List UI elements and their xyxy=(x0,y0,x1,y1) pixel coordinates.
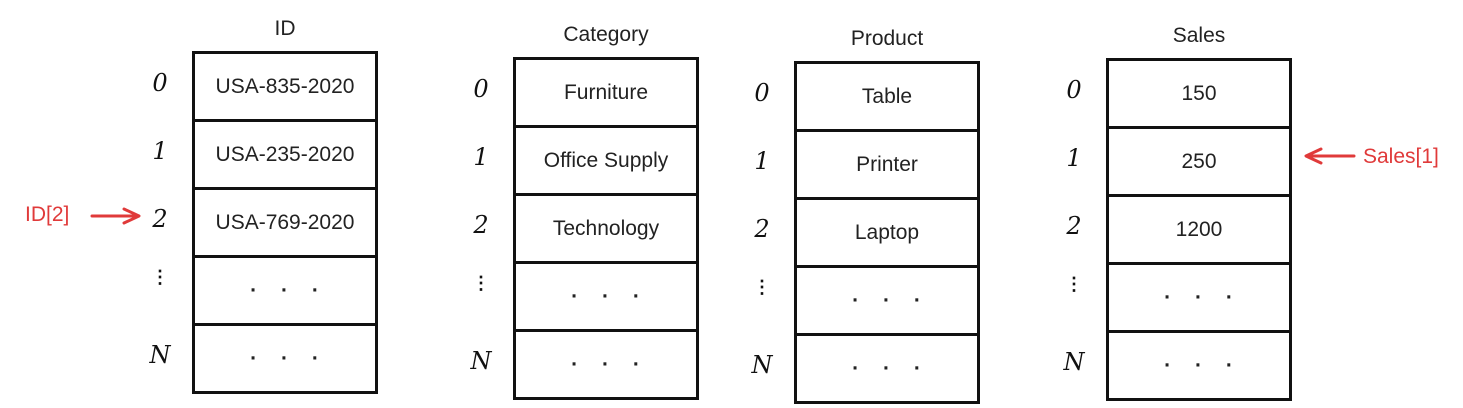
id-cell: USA-235-2020 xyxy=(195,122,375,190)
id-cell: · · · xyxy=(195,258,375,326)
index-label: 0 xyxy=(473,75,489,103)
sales-pointer-arrow-icon xyxy=(1304,147,1356,165)
index-label: ⋮ xyxy=(1065,274,1083,295)
category-cell: Furniture xyxy=(516,60,696,128)
id-pointer-arrow-icon xyxy=(90,207,141,225)
index-label: 0 xyxy=(152,69,168,97)
category-cell: · · · xyxy=(571,352,649,376)
id-cell: USA-769-2020 xyxy=(195,190,375,258)
index-label: N xyxy=(470,347,492,375)
index-label: 1 xyxy=(473,143,489,171)
id-cell: USA-835-2020 xyxy=(195,54,375,122)
id-cell: · · · xyxy=(250,346,328,370)
index-label: 2 xyxy=(754,215,770,243)
sales-cell: · · · xyxy=(1109,265,1289,333)
product-cell: Printer xyxy=(797,132,977,200)
index-label: N xyxy=(751,351,773,379)
index-label: 1 xyxy=(152,137,168,165)
index-label: ⋮ xyxy=(472,273,490,294)
index-label: 0 xyxy=(754,79,770,107)
index-label: N xyxy=(149,341,171,369)
index-label: N xyxy=(1063,348,1085,376)
category-cell: Technology xyxy=(516,196,696,264)
index-label: ⋮ xyxy=(753,277,771,298)
product-cell: · · · xyxy=(797,268,977,336)
sales-cell: 1200 xyxy=(1109,197,1289,265)
product-cell: · · · xyxy=(852,356,930,380)
index-label: ⋮ xyxy=(151,267,169,288)
category-cell: · · · xyxy=(516,264,696,332)
sales-cell: 250 xyxy=(1109,129,1289,197)
sales-cell: 150 xyxy=(1109,61,1289,129)
sales-header: Sales xyxy=(1172,24,1226,47)
index-label: 2 xyxy=(1066,212,1082,240)
id-pointer-label: ID[2] xyxy=(25,203,70,226)
index-label: 0 xyxy=(1066,76,1082,104)
index-label: 1 xyxy=(1066,144,1082,172)
index-label: 2 xyxy=(473,211,489,239)
category-header: Category xyxy=(563,23,649,46)
id-header: ID xyxy=(274,17,296,40)
product-header: Product xyxy=(850,27,924,50)
index-label: 2 xyxy=(152,205,168,233)
product-cell: Table xyxy=(797,64,977,132)
index-label: 1 xyxy=(754,147,770,175)
sales-cell: · · · xyxy=(1164,353,1242,377)
sales-pointer-label: Sales[1] xyxy=(1363,145,1439,168)
category-cell: Office Supply xyxy=(516,128,696,196)
product-cell: Laptop xyxy=(797,200,977,268)
